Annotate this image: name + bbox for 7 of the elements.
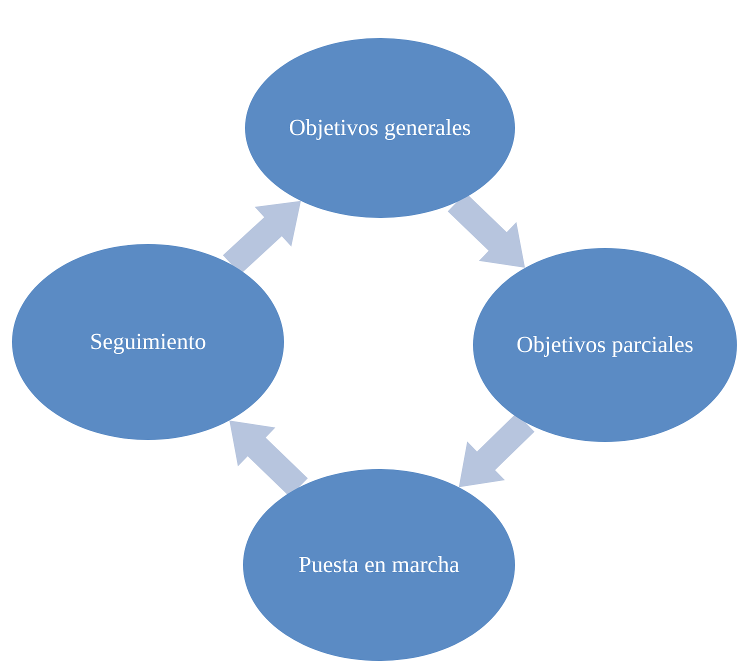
node-label: Objetivos generales [288, 114, 472, 142]
block-arrow [229, 420, 308, 497]
node-label: Seguimiento [90, 328, 206, 356]
node-label: Objetivos parciales [516, 330, 694, 359]
block-arrow [222, 200, 301, 274]
node-label: Puesta en marcha [298, 550, 460, 579]
block-arrow [458, 413, 534, 488]
